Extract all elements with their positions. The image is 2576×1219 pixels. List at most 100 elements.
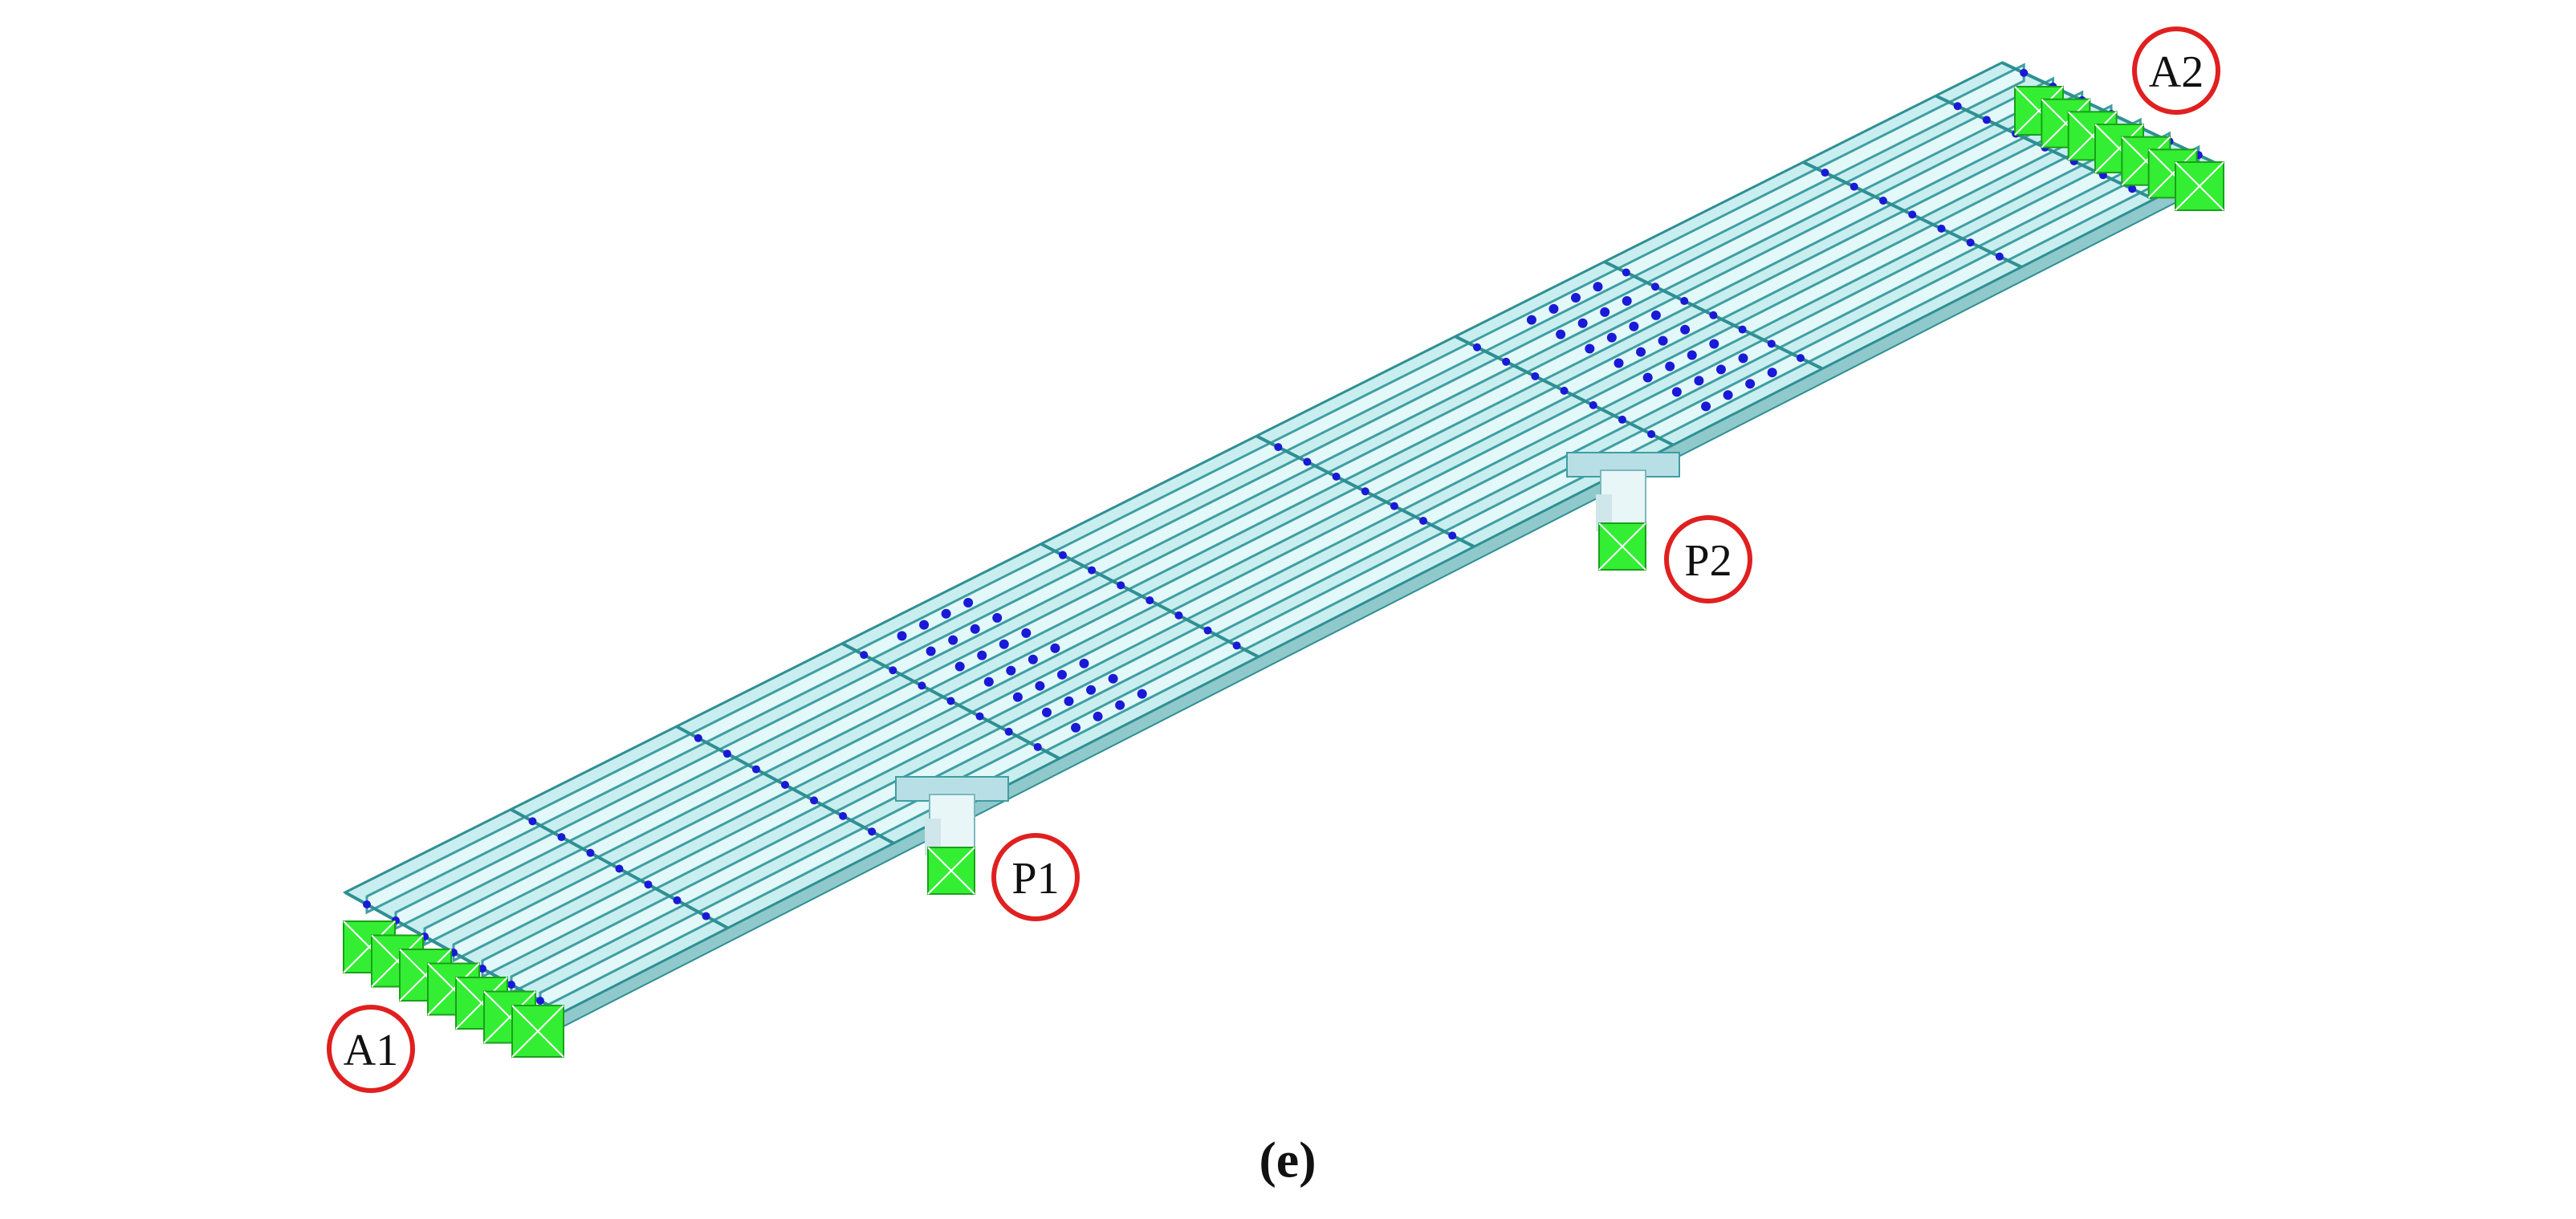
node-marker: [536, 997, 544, 1005]
node-marker: [1117, 581, 1125, 590]
node-marker: [1473, 343, 1482, 351]
node-marker: [1966, 238, 1975, 247]
node-marker: [1028, 654, 1038, 664]
node-marker: [781, 781, 789, 789]
node-marker: [1745, 379, 1756, 389]
node-marker: [918, 681, 926, 690]
node-markers: [363, 68, 2203, 1005]
node-marker: [1560, 386, 1569, 395]
node-marker: [1058, 551, 1067, 559]
callout-a2-ring: [2132, 26, 2220, 115]
node-marker: [1797, 354, 1805, 363]
node-marker: [1600, 307, 1610, 317]
node-marker: [1071, 722, 1081, 733]
abutment-a2-supports: [2014, 86, 2224, 211]
node-marker: [1767, 339, 1776, 348]
node-marker: [1093, 711, 1103, 721]
support-block-mark: [511, 1005, 564, 1058]
node-marker: [1585, 343, 1595, 354]
node-marker: [948, 635, 958, 645]
node-marker: [1723, 390, 1733, 400]
support-block-mark: [371, 934, 424, 988]
support-block-mark: [2175, 161, 2224, 211]
node-marker: [644, 880, 653, 889]
node-marker: [1108, 673, 1118, 684]
node-marker: [1589, 400, 1597, 409]
node-marker: [1821, 169, 1829, 177]
node-marker: [1332, 472, 1341, 481]
node-marker: [1137, 689, 1147, 699]
node-marker: [1115, 700, 1125, 710]
node-marker: [1937, 224, 1946, 233]
support-block-mark: [2041, 98, 2091, 148]
node-marker: [1556, 329, 1566, 339]
node-marker: [507, 981, 515, 989]
callout-a1-label: A1: [344, 1026, 398, 1075]
abutment-a1-supports: [343, 920, 564, 1058]
node-marker: [1738, 353, 1748, 364]
node-marker: [1361, 487, 1369, 496]
node-marker: [999, 639, 1009, 649]
node-marker: [1577, 318, 1588, 328]
node-marker: [1174, 611, 1183, 620]
node-marker: [363, 900, 371, 908]
node-marker: [1303, 457, 1312, 466]
node-marker: [977, 650, 987, 660]
node-marker: [1701, 401, 1711, 412]
node-marker: [615, 864, 624, 873]
node-marker: [1232, 641, 1241, 650]
node-marker: [1531, 372, 1540, 380]
pier-p2: [1566, 452, 1680, 571]
node-marker: [1088, 566, 1097, 575]
node-marker: [1908, 210, 1917, 219]
support-block-mark: [455, 977, 508, 1030]
node-marker: [1050, 643, 1060, 653]
node-marker: [1642, 372, 1653, 383]
support-block-mark: [399, 949, 452, 1002]
node-marker: [1878, 196, 1887, 205]
node-marker: [1622, 268, 1630, 277]
node-marker: [1982, 116, 1991, 124]
node-marker: [1086, 685, 1097, 695]
node-marker: [1593, 282, 1603, 292]
node-marker: [1650, 310, 1661, 320]
node-marker: [673, 896, 682, 904]
node-marker: [528, 817, 537, 826]
node-marker: [1390, 502, 1398, 510]
callout-p2-ring: [1664, 515, 1752, 603]
node-marker: [1570, 293, 1581, 303]
node-marker: [1004, 727, 1013, 736]
node-marker: [1665, 361, 1675, 372]
node-marker: [810, 796, 819, 805]
node-marker: [1953, 102, 1962, 111]
node-marker: [1738, 325, 1747, 334]
node-marker: [897, 631, 907, 641]
node-marker: [1012, 692, 1023, 702]
node-marker: [946, 697, 955, 705]
callout-p1: P1: [991, 833, 1080, 921]
callout-p2: P2: [1664, 515, 1752, 603]
node-marker: [975, 712, 984, 721]
node-marker: [1419, 517, 1428, 526]
support-block-mark: [2147, 148, 2198, 199]
bridge-deck-model: [342, 61, 2224, 1029]
pier-p1: [895, 776, 1009, 895]
node-marker: [970, 624, 980, 634]
node-marker: [889, 666, 897, 675]
node-marker: [1647, 429, 1656, 438]
callout-p2-label: P2: [1684, 536, 1732, 586]
node-marker: [1715, 364, 1726, 375]
node-marker: [1006, 665, 1016, 676]
node-marker: [1079, 658, 1089, 668]
callout-a2: A2: [2132, 26, 2220, 115]
figure-caption: (e): [1259, 1132, 1316, 1189]
node-marker: [1614, 358, 1624, 368]
node-marker: [1041, 707, 1052, 717]
node-marker: [1606, 332, 1617, 343]
node-marker: [1995, 252, 2004, 261]
node-marker: [1650, 282, 1659, 291]
node-marker: [751, 765, 760, 774]
node-marker: [478, 965, 486, 973]
callout-a1-ring: [327, 1005, 415, 1093]
